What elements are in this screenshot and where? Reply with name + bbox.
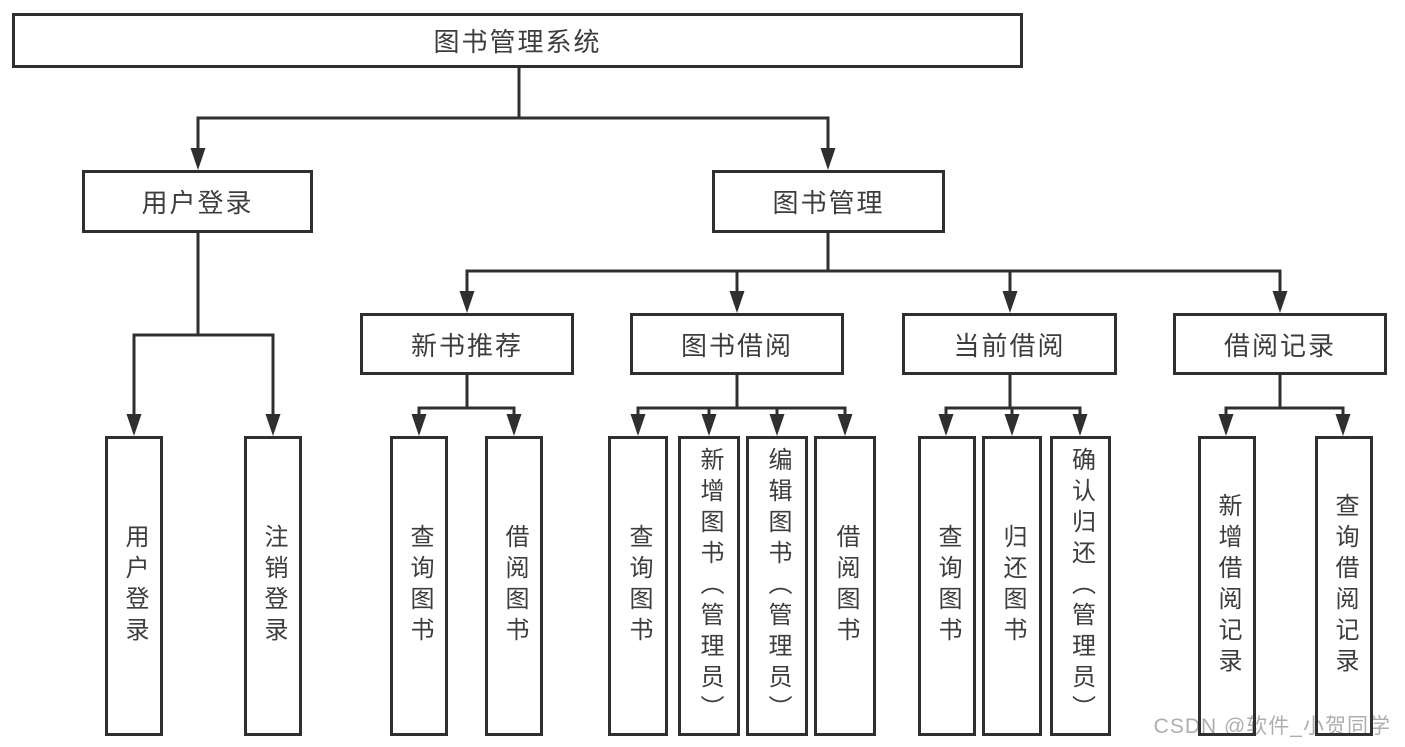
leaf-nbr-query-book: 查询图书: [390, 436, 448, 736]
node-root-system-label: 图书管理系统: [433, 27, 602, 57]
leaf-logout-label: 注销登录: [260, 524, 287, 648]
node-root-system: 图书管理系统: [12, 13, 1023, 68]
leaf-bb-edit-book-label: 编辑图书（管理员）: [764, 446, 791, 726]
leaf-bb-query-book: 查询图书: [608, 436, 668, 736]
leaf-cb-query-book-label: 查询图书: [934, 524, 961, 648]
node-borrow-record: 借阅记录: [1173, 313, 1387, 375]
node-new-book-recommend: 新书推荐: [360, 313, 574, 375]
node-book-management: 图书管理: [712, 170, 945, 233]
leaf-br-add-record-label: 新增借阅记录: [1214, 493, 1241, 679]
leaf-cb-query-book: 查询图书: [918, 436, 976, 736]
leaf-br-query-record: 查询借阅记录: [1315, 436, 1373, 736]
leaf-user-login-label: 用户登录: [121, 524, 148, 648]
leaf-user-login: 用户登录: [105, 436, 163, 736]
node-book-borrow: 图书借阅: [630, 313, 844, 375]
node-borrow-record-label: 借阅记录: [1223, 330, 1336, 361]
node-current-borrow: 当前借阅: [902, 313, 1117, 375]
leaf-nbr-borrow-book-label: 借阅图书: [501, 524, 528, 648]
node-book-borrow-label: 图书借阅: [680, 330, 793, 361]
node-current-borrow-label: 当前借阅: [953, 330, 1066, 361]
leaf-cb-return-book: 归还图书: [982, 436, 1042, 736]
leaf-br-add-record: 新增借阅记录: [1198, 436, 1256, 736]
leaf-bb-borrow-book-label: 借阅图书: [832, 524, 859, 648]
leaf-bb-add-book: 新增图书（管理员）: [678, 436, 740, 736]
leaf-cb-confirm-return-label: 确认归还（管理员）: [1067, 446, 1095, 726]
node-new-book-recommend-label: 新书推荐: [410, 330, 523, 361]
leaf-br-query-record-label: 查询借阅记录: [1331, 493, 1358, 679]
leaf-nbr-borrow-book: 借阅图书: [485, 436, 543, 736]
leaf-bb-query-book-label: 查询图书: [625, 524, 652, 648]
leaf-bb-edit-book: 编辑图书（管理员）: [746, 436, 808, 736]
leaf-bb-borrow-book: 借阅图书: [814, 436, 876, 736]
leaf-cb-confirm-return: 确认归还（管理员）: [1050, 436, 1111, 736]
connector-paths: [132, 66, 1345, 426]
node-user-login-label: 用户登录: [141, 188, 254, 218]
node-book-management-label: 图书管理: [772, 188, 885, 218]
leaf-logout: 注销登录: [244, 436, 302, 736]
node-user-login: 用户登录: [82, 170, 313, 233]
leaf-nbr-query-book-label: 查询图书: [406, 524, 433, 648]
leaf-cb-return-book-label: 归还图书: [999, 524, 1026, 648]
leaf-bb-add-book-label: 新增图书（管理员）: [696, 446, 723, 726]
csdn-watermark: CSDN @软件_小贺同学: [1153, 715, 1391, 738]
arrowheads: [126, 148, 1351, 436]
